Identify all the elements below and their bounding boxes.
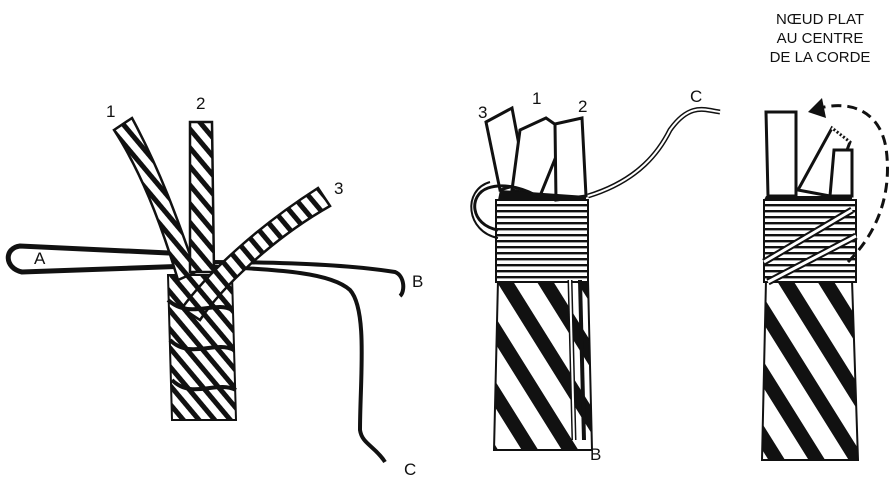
fig3-arrowhead (808, 98, 826, 118)
fig3-rope (762, 280, 858, 460)
fig3-title: NŒUD PLAT AU CENTRE DE LA CORDE (745, 10, 895, 67)
fig3-title-line-1: NŒUD PLAT (745, 10, 895, 29)
fig1-label-strand-2: 2 (196, 95, 205, 112)
figure2-drawing (471, 108, 720, 450)
fig2-label-strand-1: 1 (532, 90, 541, 107)
fig3-title-line-2: AU CENTRE (745, 29, 895, 48)
fig1-label-end-b: B (412, 273, 423, 290)
figure1-drawing (8, 118, 403, 462)
fig1-label-strand-3: 3 (334, 180, 343, 197)
fig1-label-loop-a: A (34, 250, 45, 267)
fig2-strand-2 (555, 118, 586, 200)
fig2-rope (494, 280, 592, 450)
fig1-strand-1 (114, 118, 196, 280)
fig2-twine-end-c (588, 109, 720, 196)
fig2-label-end-c: C (690, 88, 702, 105)
figure3-drawing (762, 98, 887, 460)
fig1-label-strand-1: 1 (106, 103, 115, 120)
fig2-label-end-b: B (590, 446, 601, 463)
fig2-label-strand-3: 3 (478, 104, 487, 121)
fig2-label-strand-2: 2 (578, 98, 587, 115)
fig1-strand-2 (190, 122, 214, 272)
fig3-title-line-3: DE LA CORDE (745, 48, 895, 67)
fig2-whipping (496, 200, 588, 282)
fig1-label-end-c: C (404, 461, 416, 478)
fig3-strand-left (766, 112, 796, 196)
fig3-strand-right (830, 150, 852, 196)
